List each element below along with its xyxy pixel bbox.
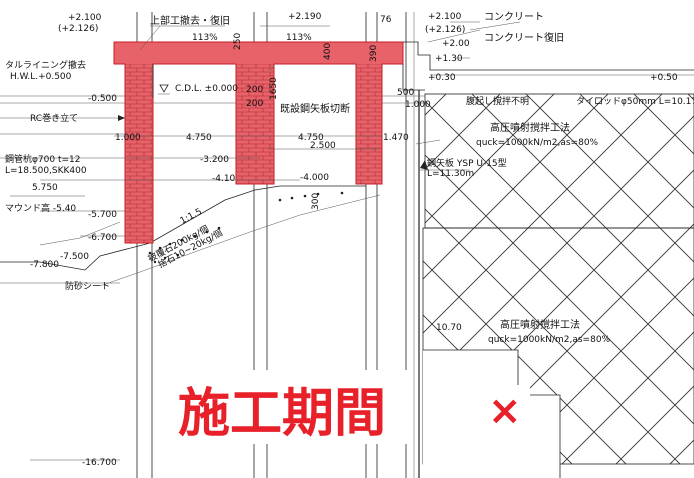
level-m750: -7.500 (60, 252, 89, 262)
removal-restoration-label: 上部工撤去・復旧 (150, 14, 230, 27)
dim-200b: 200 (246, 99, 263, 109)
level-m670: -6.700 (88, 233, 117, 243)
dim-200a: 200 (246, 85, 263, 95)
rc-wrap-label: RC巻き立て (30, 112, 78, 124)
seabed-slope (0, 185, 381, 287)
dim-390: 390 (369, 45, 379, 62)
level-top-right: +2.100 (428, 12, 462, 22)
level-m410: -4.10 (212, 174, 236, 184)
superstructure-highlight (113, 41, 404, 244)
slope-ratio: 1:1.5 (179, 207, 204, 227)
dim-300: 300 (311, 193, 321, 210)
existing-sheet-cut-label: 既設鋼矢板切断 (280, 102, 350, 115)
leader-arrows (0, 115, 441, 170)
dimension-lines (0, 21, 521, 461)
dim-500: 500 (397, 88, 414, 98)
sheet-pile-label: 鋼矢板 YSP U-15型 (427, 157, 507, 169)
lining-removal-label: タルライニング撤去 (5, 59, 86, 71)
jet-grout-spec-2: quck=1000kN/m2,as=80% (488, 335, 611, 345)
dim-2500: 2.500 (310, 141, 336, 151)
concrete-restore-label: コンクリート復旧 (484, 31, 564, 44)
level-130: +1.30 (435, 54, 463, 64)
dim-1000a: 1.000 (115, 133, 141, 143)
level-m1670: -16.700 (82, 458, 117, 468)
dim-1470: 1.470 (383, 133, 409, 143)
slope-mid: 113% (286, 33, 312, 43)
dim-250: 250 (233, 33, 243, 50)
pile-spec: L=18.500,SKK400 (5, 166, 87, 176)
level-1070: 10.70 (436, 323, 462, 333)
tie-rod-label: タイロッドφ50mm L=10.17m (576, 96, 694, 107)
level-top-mid: +2.190 (288, 12, 322, 22)
level-m050: -0.500 (88, 94, 117, 104)
water-level-icon (158, 84, 170, 95)
slope-left: 113% (192, 33, 218, 43)
dim-4750b: 4.750 (298, 133, 324, 143)
construction-period-title: 施工期間 (178, 383, 386, 444)
not-applicable-mark: × (488, 388, 522, 434)
level-m320: -3.200 (200, 155, 229, 165)
rubble-marks (148, 191, 344, 264)
mound-label: マウンド高 -5.40 (5, 202, 76, 214)
level-top-right-sub: (+2.126) (425, 25, 465, 35)
level-m570: -5.700 (88, 210, 117, 220)
level-m400: -4.000 (300, 173, 329, 183)
sand-sheet-label: 防砂シート (65, 280, 110, 292)
quay-wall-right (0, 41, 694, 104)
jet-grout-label-1: 高圧噴射撹拌工法 (490, 121, 570, 134)
depth-unknown-label: 腹起し撹拌不明 (466, 95, 529, 107)
pile-label: 鋼管杭φ700 t=12 (5, 153, 81, 165)
overlay-mark-backdrop (480, 385, 530, 435)
concrete-label: コンクリート (484, 11, 544, 23)
level-050: +0.50 (650, 73, 678, 83)
level-200: +2.00 (442, 39, 470, 49)
sheet-pile-length: L=11.30m (427, 169, 474, 179)
cdl-label: C.D.L. ±0.000 (175, 84, 238, 94)
dim-76: 76 (380, 15, 392, 25)
dim-400: 400 (323, 43, 333, 60)
dim-1000b: 1.000 (405, 100, 431, 110)
dim-4750a: 4.750 (186, 133, 212, 143)
dim-5750: 5.750 (32, 183, 58, 193)
dim-1650: 1650 (269, 77, 279, 100)
level-m780: -7.800 (30, 260, 59, 270)
level-030: +0.30 (428, 73, 456, 83)
jet-grout-label-2: 高圧噴射撹拌工法 (500, 318, 580, 331)
ground-improvement-zone-upper (424, 93, 694, 229)
hwl-label: H.W.L.+0.500 (10, 72, 72, 82)
jet-grout-spec-1: quck=1000kN/m2,as=80% (476, 138, 599, 148)
overlay-backdrop (170, 370, 410, 444)
level-top-left: +2.100 (68, 13, 102, 23)
level-top-left-sub: (+2.126) (58, 24, 98, 34)
